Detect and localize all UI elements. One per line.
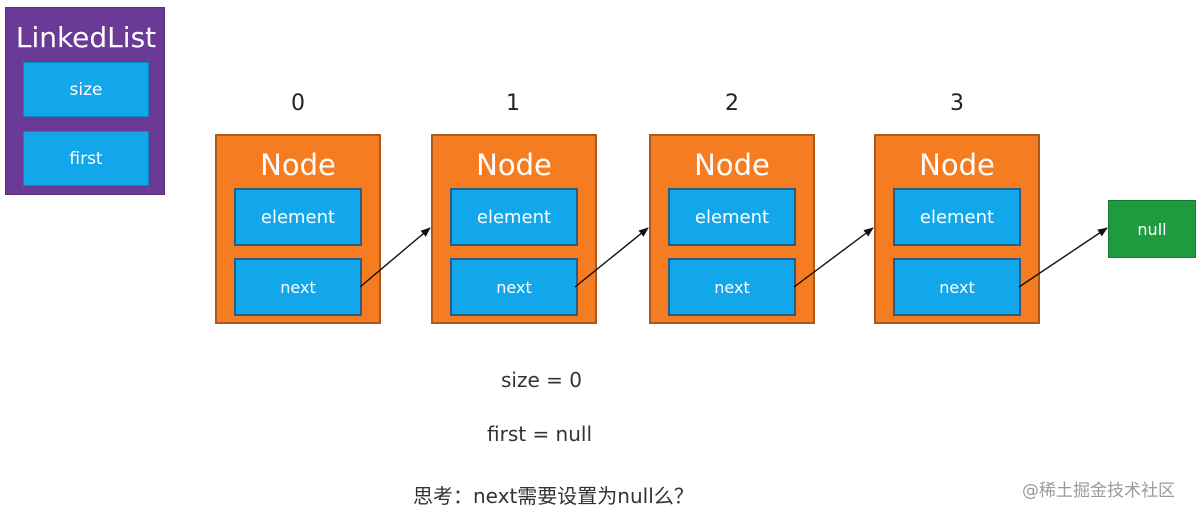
node-element-field: element [450, 188, 578, 246]
linkedlist-field-first: first [23, 131, 149, 186]
node-index-3: 3 [950, 91, 964, 116]
node-element-field: element [893, 188, 1021, 246]
caption-size: size = 0 [501, 368, 582, 392]
node-title: Node [694, 148, 770, 182]
null-terminator: null [1108, 200, 1196, 258]
node-title: Node [260, 148, 336, 182]
node-next-field: next [893, 258, 1021, 316]
node-next-field: next [234, 258, 362, 316]
linkedlist-field-size: size [23, 62, 149, 117]
node-next-field: next [450, 258, 578, 316]
node-next-field: next [668, 258, 796, 316]
node-index-1: 1 [506, 91, 520, 116]
arrow-node3-to-null [1018, 227, 1108, 288]
node-index-2: 2 [725, 91, 739, 116]
node-1: Node element next [431, 134, 597, 324]
node-title: Node [476, 148, 552, 182]
node-2: Node element next [649, 134, 815, 324]
linkedlist-title: LinkedList [15, 21, 157, 54]
node-index-0: 0 [291, 91, 305, 116]
caption-first: first = null [487, 422, 593, 446]
linkedlist-box: LinkedList size first [5, 7, 165, 195]
node-3: Node element next [874, 134, 1040, 324]
node-element-field: element [668, 188, 796, 246]
watermark-text: @稀土掘金技术社区 [1022, 481, 1175, 501]
node-title: Node [919, 148, 995, 182]
caption-question: 思考：next需要设置为null么？ [413, 484, 694, 508]
node-0: Node element next [215, 134, 381, 324]
node-element-field: element [234, 188, 362, 246]
arrow-node2-to-node3 [793, 227, 874, 288]
arrow-node1-to-node2 [574, 227, 649, 288]
arrow-node0-to-node1 [359, 227, 431, 288]
